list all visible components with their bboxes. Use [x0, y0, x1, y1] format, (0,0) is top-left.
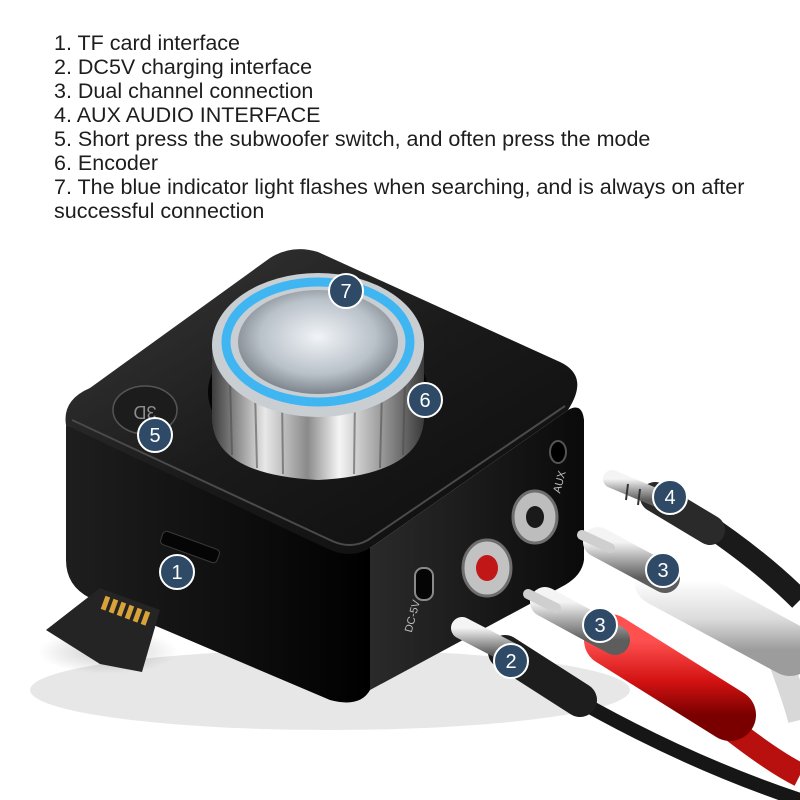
svg-text:7: 7 [340, 281, 351, 303]
encoder-knob[interactable] [208, 273, 428, 480]
svg-text:5: 5 [149, 425, 160, 447]
marker-dc-charging: 2 [493, 643, 529, 679]
tf-card [38, 588, 178, 674]
aux-port-label: AUX [551, 469, 569, 495]
indicator-light-ring [221, 277, 415, 407]
marker-tf-card: 1 [159, 554, 195, 590]
rca-jack-red [461, 538, 513, 598]
marker-aux: 4 [652, 479, 688, 515]
feature-item-aux: 4. AUX AUDIO INTERFACE [54, 103, 321, 127]
svg-text:1: 1 [171, 562, 182, 584]
marker-rca-white: 3 [645, 552, 681, 588]
svg-text:6: 6 [419, 390, 430, 412]
mode-button-label: 3D [133, 402, 156, 422]
marker-rca-red: 3 [582, 607, 618, 643]
feature-item-mode-button: 5. Short press the subwoofer switch, and… [54, 127, 651, 151]
feature-item-encoder: 6. Encoder [54, 151, 158, 175]
marker-encoder: 6 [407, 382, 443, 418]
feature-list: 1. TF card interface 2. DC5V charging in… [54, 31, 784, 223]
feature-item-dc-charging: 2. DC5V charging interface [54, 55, 313, 79]
feature-item-tf-card: 1. TF card interface [54, 31, 241, 55]
marker-mode-button: 5 [137, 417, 173, 453]
marker-indicator: 7 [328, 273, 364, 309]
svg-text:2: 2 [505, 651, 516, 673]
aux-port: AUX [549, 440, 569, 495]
svg-text:3: 3 [657, 560, 668, 582]
feature-item-indicator: 7. The blue indicator light flashes when… [54, 175, 745, 223]
tf-card-slot [160, 530, 220, 564]
rca-jack-white [511, 489, 559, 545]
svg-text:4: 4 [664, 487, 675, 509]
feature-item-dual-channel: 3. Dual channel connection [54, 79, 314, 103]
svg-text:3: 3 [594, 615, 605, 637]
